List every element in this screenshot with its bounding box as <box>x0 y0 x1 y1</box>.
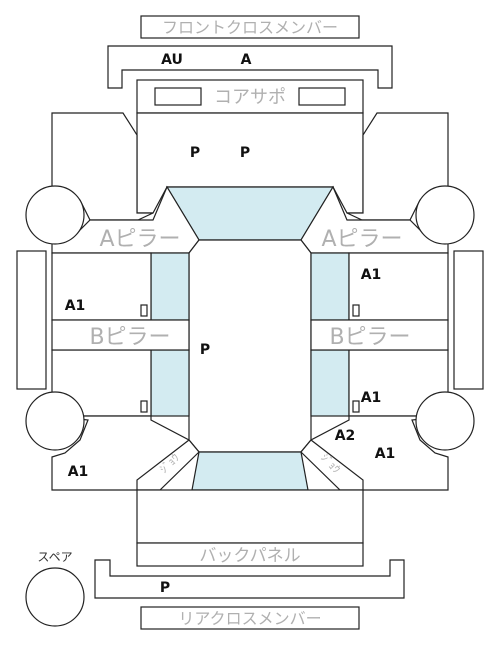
trunk[interactable] <box>136 489 364 544</box>
left-front-wheel[interactable] <box>25 185 85 245</box>
left-front-door-handle <box>140 304 148 317</box>
right-rear-window[interactable] <box>310 349 350 417</box>
right-front-door-handle <box>352 304 360 317</box>
rear-cross-member-label: リアクロスメンバー <box>178 609 321 628</box>
right-b-pillar[interactable] <box>310 319 449 351</box>
right-front-wheel[interactable] <box>415 185 475 245</box>
rear-window[interactable] <box>191 451 309 491</box>
front-member-mark-a: A <box>241 52 252 68</box>
left-side-sill[interactable] <box>16 250 47 390</box>
front-cross-member-label: フロントクロスメンバー <box>162 18 338 37</box>
rear-cross-member-box[interactable] <box>140 606 360 630</box>
right-rear-quarter-mark-a2: A2 <box>335 428 356 444</box>
front-member[interactable] <box>107 45 393 89</box>
front-member-mark-au: AU <box>161 52 183 68</box>
right-rear-wheel[interactable] <box>415 391 475 451</box>
left-rear-door-handle <box>140 400 148 413</box>
hood-mark-left-p: P <box>190 145 200 161</box>
right-rear-door-handle <box>352 400 360 413</box>
back-panel[interactable] <box>136 542 364 567</box>
rear-member[interactable] <box>94 559 405 599</box>
hood-mark-right-p: P <box>240 145 250 161</box>
spare-wheel[interactable] <box>25 567 85 627</box>
right-front-window[interactable] <box>310 252 350 321</box>
left-rear-wheel[interactable] <box>25 391 85 451</box>
left-front-door[interactable] <box>51 252 152 321</box>
core-support-right-slot <box>298 87 346 106</box>
core-support-label: コアサポ <box>214 87 286 108</box>
left-front-door-mark: A1 <box>65 298 86 314</box>
right-b-pillar-label: Bピラー <box>329 325 410 350</box>
right-side-sill[interactable] <box>453 250 484 390</box>
left-a-pillar-label: Aピラー <box>99 227 180 252</box>
right-rear-door-mark: A1 <box>361 390 382 406</box>
left-rear-quarter-mark: A1 <box>68 464 89 480</box>
left-b-pillar[interactable] <box>51 319 190 351</box>
right-front-door-mark: A1 <box>361 267 382 283</box>
rear-member-mark-p: P <box>160 580 170 596</box>
right-front-door[interactable] <box>348 252 449 321</box>
spare-label: スペア <box>37 550 72 564</box>
left-rear-window[interactable] <box>150 349 190 417</box>
core-support-left-slot <box>154 87 202 106</box>
roof-mark-p: P <box>200 342 210 358</box>
left-b-pillar-label: Bピラー <box>89 325 170 350</box>
left-front-window[interactable] <box>150 252 190 321</box>
right-rear-quarter-mark-a1: A1 <box>375 446 396 462</box>
right-a-pillar-label: Aピラー <box>321 227 402 252</box>
back-panel-label: バックパネル <box>199 546 300 566</box>
front-cross-member-box[interactable] <box>140 15 360 39</box>
